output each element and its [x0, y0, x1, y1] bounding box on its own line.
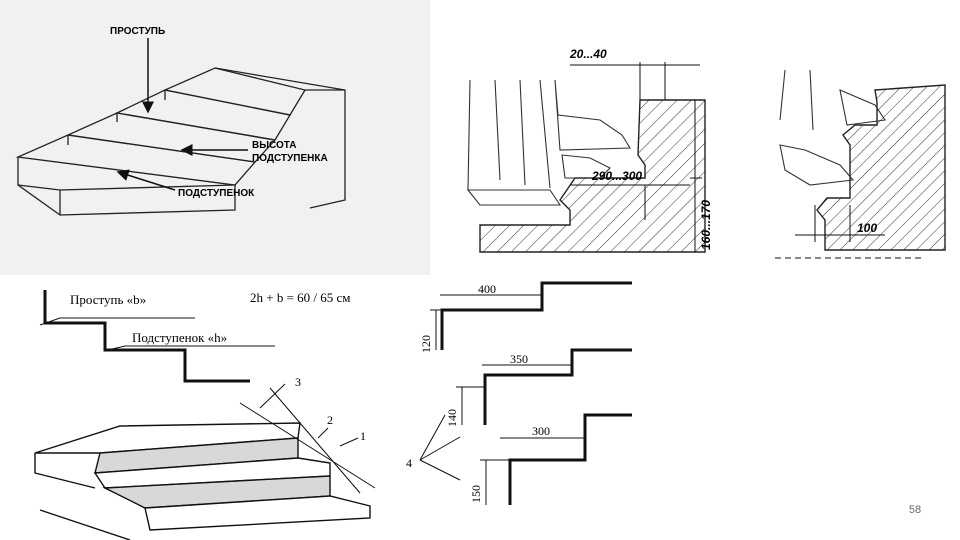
step-1-riser: 120: [419, 335, 433, 353]
stair-3d-steps: [34, 422, 371, 540]
step-profile-2: [483, 348, 632, 425]
step-2-tread: 350: [510, 352, 528, 366]
stair-profile-drawing: Проступь «b» 2h + b = 60 / 65 см Подступ…: [34, 290, 376, 540]
riser-arrow: [116, 169, 176, 191]
callout-4: 4: [406, 456, 412, 470]
step-ratio-figure: 400 120 350 140 300 150 4: [400, 275, 650, 540]
step-1-tread: 400: [478, 282, 496, 296]
step-3-tread: 300: [532, 424, 550, 438]
callout-4-leaders: [419, 414, 461, 481]
step-ratio-drawing: 400 120 350 140 300 150 4: [406, 281, 632, 505]
stair-isometric-drawing: ПРОСТУПЬ ВЫСОТА ПОДСТУПЕНКА ПОДСТУПЕНОК: [15, 26, 346, 216]
step-profile-3: [508, 413, 632, 505]
stair-outline: [15, 67, 346, 216]
dim-nosing: 20...40: [569, 47, 607, 61]
step-3-riser: 150: [469, 485, 483, 503]
stair-section-dimensions-figure: 20...40 290...300 160...170: [440, 40, 720, 265]
step-profile-1: [440, 281, 632, 350]
label-tread-b: Проступь «b»: [70, 292, 146, 307]
stair-overhang-figure: 100: [765, 70, 960, 265]
label-tread: ПРОСТУПЬ: [110, 26, 165, 37]
callout-leaders: [239, 383, 376, 494]
label-riser: ПОДСТУПЕНОК: [178, 188, 255, 199]
stair-profile-figure: Проступь «b» 2h + b = 60 / 65 см Подступ…: [0, 278, 400, 540]
legs-sketch: [466, 79, 631, 206]
step-2-riser: 140: [445, 409, 459, 427]
step-dims-1: [430, 294, 542, 350]
step-dims-3: [480, 437, 585, 505]
callout-3: 3: [295, 375, 301, 389]
dimension-lines: [570, 62, 702, 252]
dim-lines-2: [775, 205, 925, 259]
step-dims-2: [456, 364, 572, 425]
label-riser-height-line2: ПОДСТУПЕНКА: [252, 153, 328, 164]
dim-tread: 290...300: [591, 169, 642, 183]
callout-1: 1: [360, 429, 366, 443]
stair-section: [479, 99, 706, 253]
leader-lines: [39, 317, 275, 351]
stair-section-drawing: 20...40 290...300 160...170: [466, 47, 713, 253]
dim-riser: 160...170: [699, 200, 713, 250]
label-riser-height-line1: ВЫСОТА: [252, 140, 296, 151]
stair-overhang-drawing: 100: [775, 70, 946, 259]
callout-2: 2: [327, 413, 333, 427]
feet-sketch: [779, 70, 886, 186]
stair-section-2: [816, 84, 946, 251]
dim-overhang: 100: [857, 221, 877, 235]
formula: 2h + b = 60 / 65 см: [250, 290, 351, 305]
stair-isometric-figure: ПРОСТУПЬ ВЫСОТА ПОДСТУПЕНКА ПОДСТУПЕНОК: [0, 0, 430, 275]
page-number: 58: [908, 504, 922, 516]
label-riser-h: Подступенок «h»: [132, 330, 227, 345]
